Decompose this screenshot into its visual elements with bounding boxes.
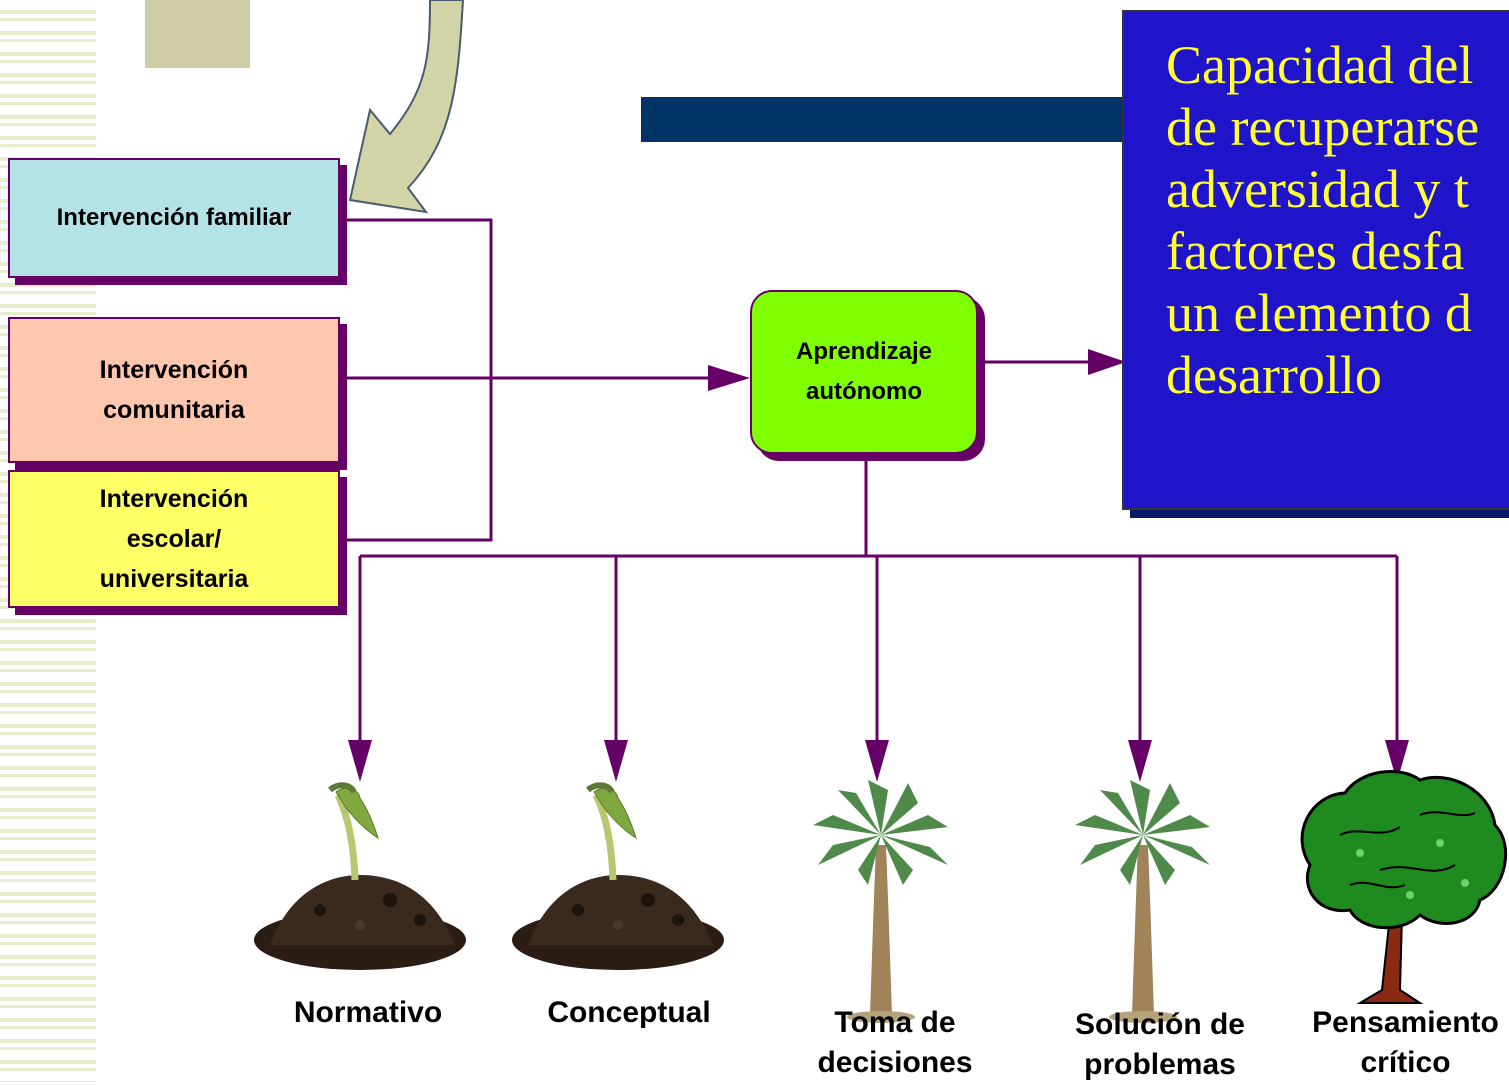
intervencion-familiar-label: Intervención familiar [56,204,292,231]
definition-box: Capacidad del de recuperarse adversidad … [1122,10,1509,510]
corner-square-decoration [145,0,250,68]
intervencion-escolar-label-3: universitaria [99,565,249,593]
autonomo-label: autónomo [806,378,922,405]
connector-familiar-escolar [340,218,493,542]
palm-tree-icon [813,780,948,1023]
aprendizaje-autonomo-box: Aprendizaje autónomo [750,290,978,454]
arrowhead-down [1128,740,1152,782]
intervencion-escolar-label-2: escolar/ [126,525,222,553]
intervencion-comunitaria-box: Intervención comunitaria [8,317,340,463]
outcome-label-conceptual: Conceptual [547,996,711,1029]
arrowhead-down [1385,740,1409,782]
intervencion-comunitaria-label-2: comunitaria [103,396,245,424]
leafy-tree-icon [1300,769,1508,1004]
arrowhead-down [865,740,889,782]
outcome-label-pensamiento-critico: Pensamiento crítico [1312,1006,1499,1079]
curved-arrow-icon [348,0,465,214]
seedling-icon [512,782,724,970]
arrowhead-right [1088,349,1126,375]
palm-tree-icon [1075,780,1210,1023]
intervencion-comunitaria-label: Intervención [99,356,249,384]
intervencion-familiar-box: Intervención familiar [8,158,340,278]
outcome-label-toma-decisiones: Toma de decisiones [817,1006,973,1079]
arrowhead-right [708,365,750,391]
seedling-icon [254,782,466,970]
intervencion-escolar-box: Intervención escolar/ universitaria [8,470,340,608]
arrowhead-down [348,740,372,782]
arrowhead-down [604,740,628,782]
aprendizaje-label: Aprendizaje [795,338,933,365]
outcome-label-solucion-problemas: Solución de problemas [1074,1008,1245,1081]
intervencion-escolar-label: Intervención [99,485,249,513]
outcome-label-normativo: Normativo [293,996,443,1029]
title-bar-decoration [641,97,1181,142]
